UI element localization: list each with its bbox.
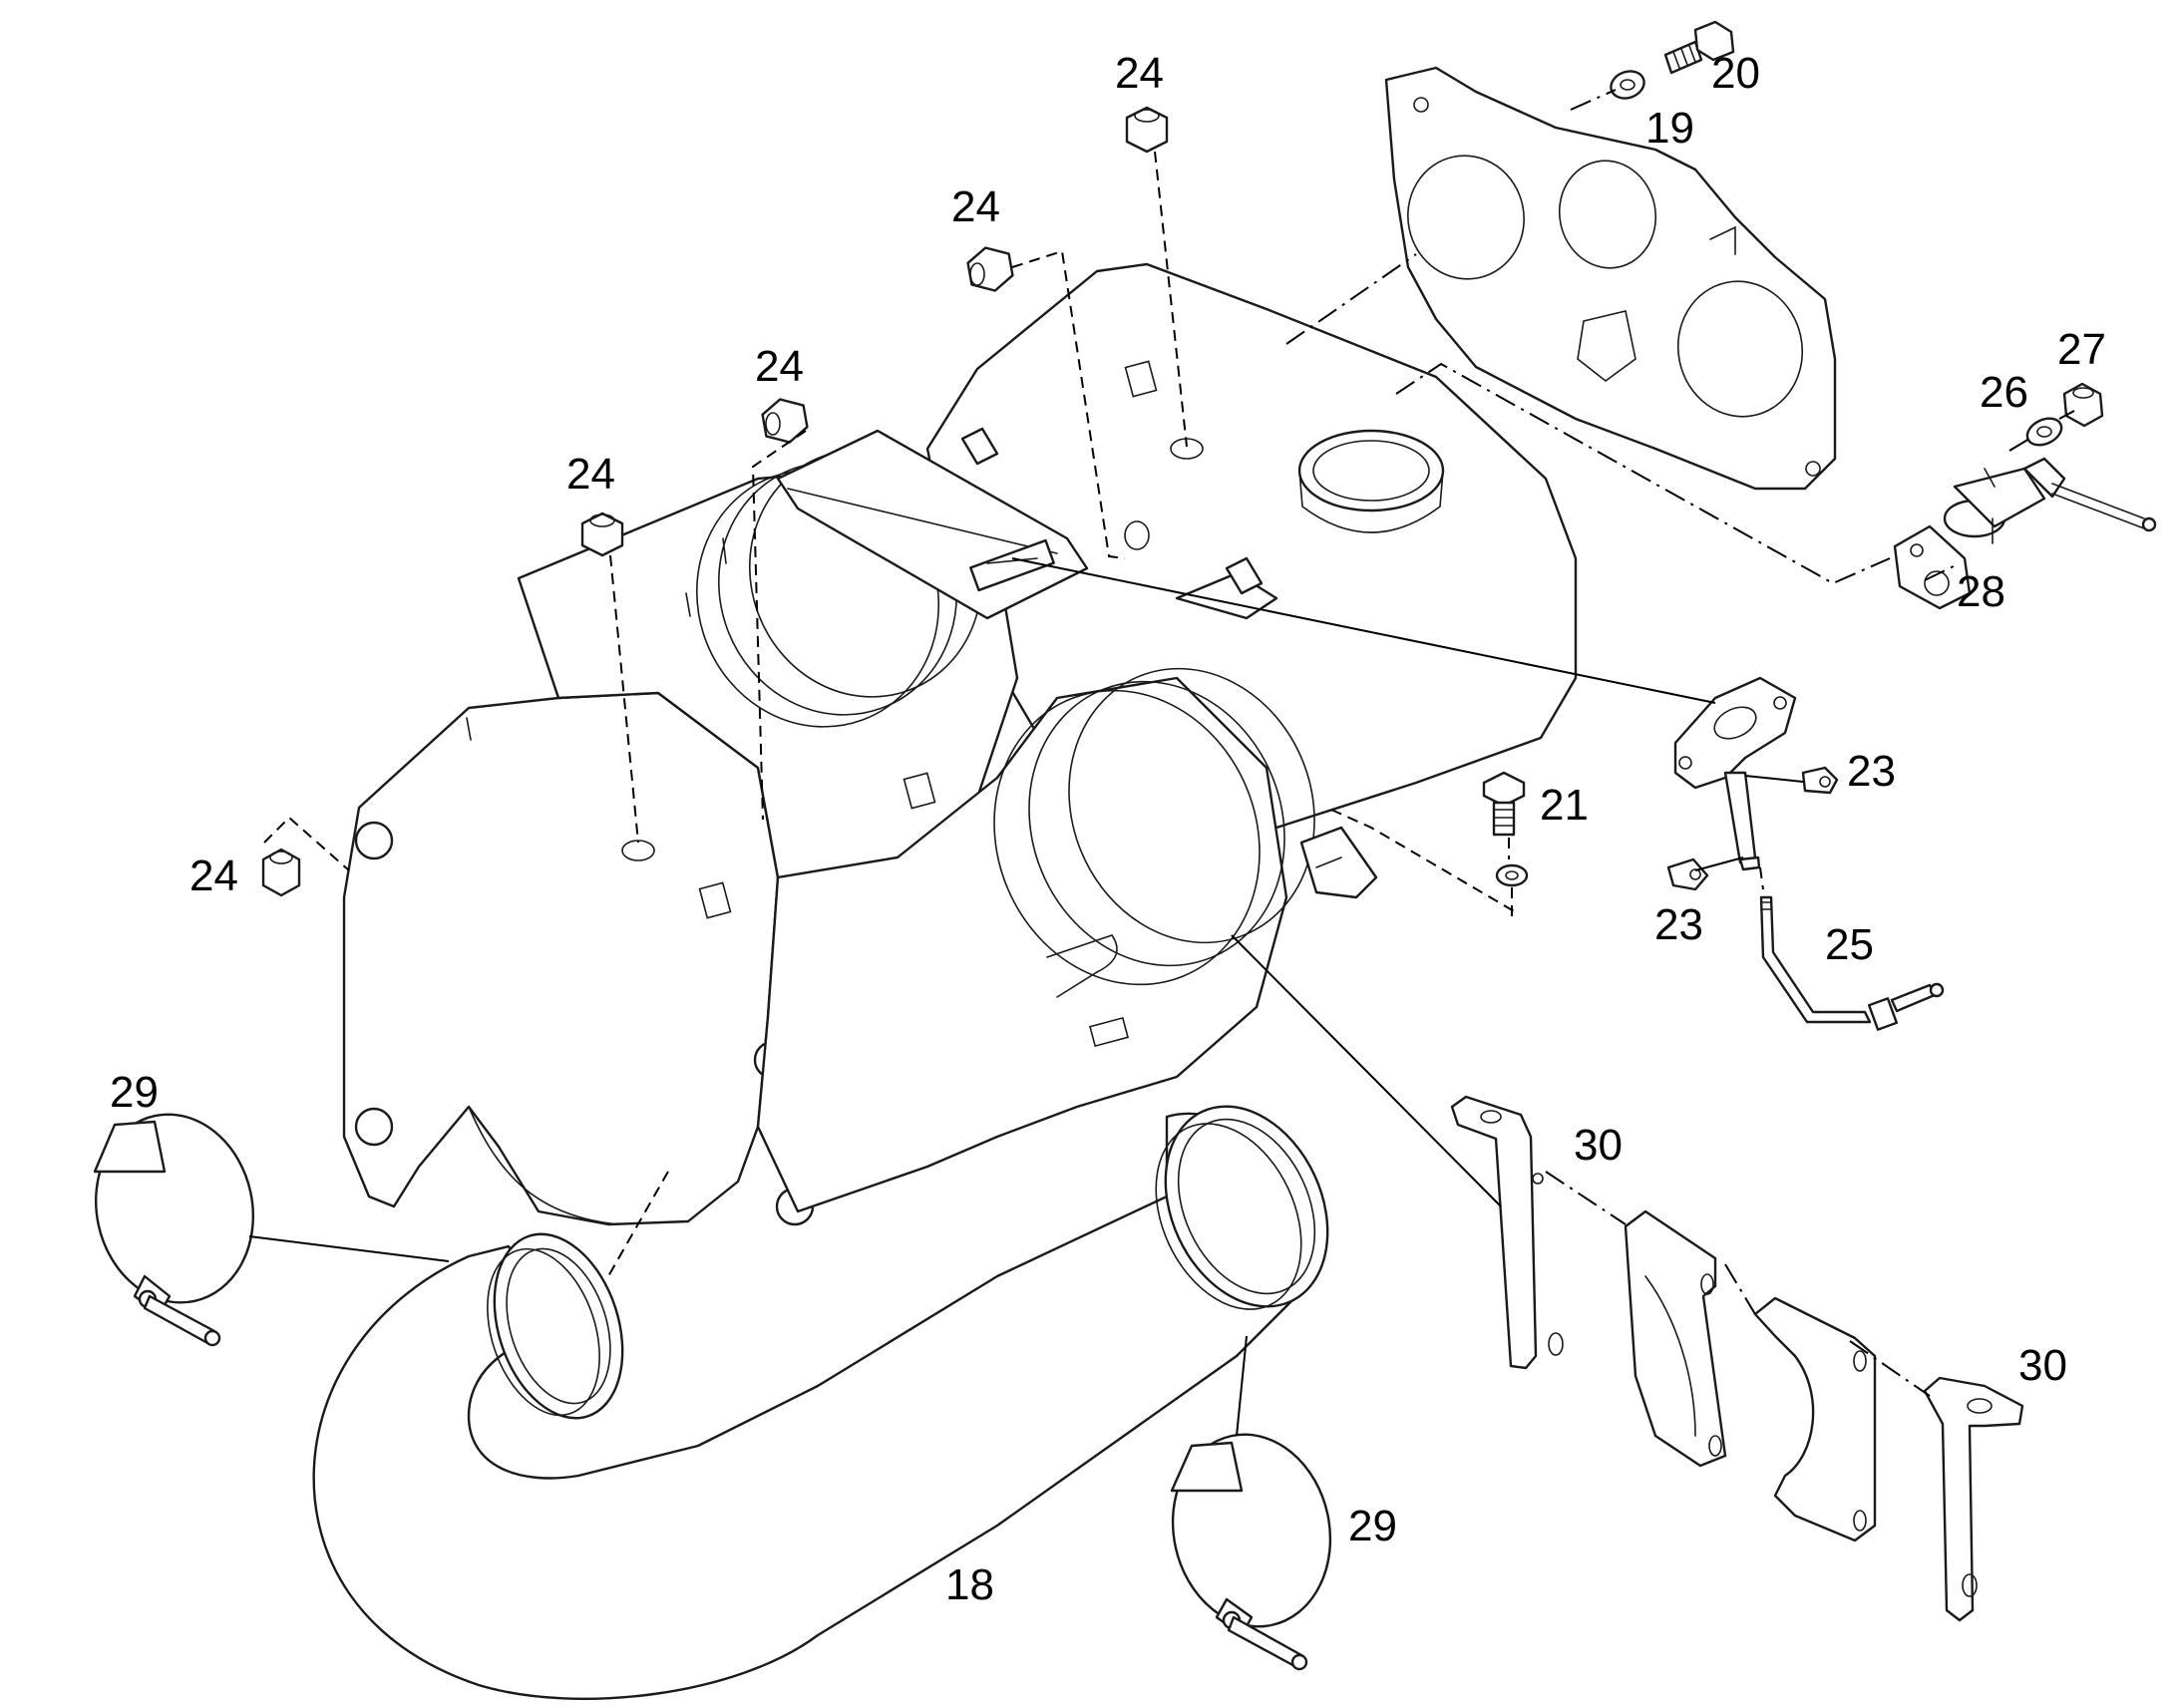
washer-19	[1610, 70, 1645, 100]
callout-23-upper: 23	[1847, 747, 1896, 796]
callout-23-lower: 23	[1654, 900, 1703, 949]
outlet-pipe-18	[312, 1105, 1329, 1700]
callout-21: 21	[1540, 781, 1589, 830]
callout-18: 18	[945, 1560, 994, 1609]
washer-26	[2025, 417, 2063, 447]
assembly-lines	[248, 89, 2075, 1437]
band-clamp-29-left	[93, 1113, 255, 1347]
washer-21	[1495, 863, 1529, 887]
callout-30-left: 30	[1574, 1121, 1623, 1170]
band-clamp-29-right	[1170, 1433, 1332, 1671]
bolt-21	[1482, 771, 1526, 837]
callout-29-left: 29	[110, 1068, 159, 1117]
clamp-block-lower	[1753, 1296, 1877, 1542]
nut-27	[2062, 382, 2104, 428]
callout-24-middle: 24	[755, 342, 804, 391]
nut-24-middle	[761, 398, 809, 444]
callout-24-lower-middle: 24	[566, 450, 615, 499]
injector-mount	[1673, 676, 1797, 871]
aftertreatment-housing	[342, 262, 1578, 1226]
nut-24-upper-left	[966, 246, 1014, 292]
callout-labels: 18 19 20 21 23 23 24 24 24 24 24 25 26 2…	[110, 49, 2106, 1609]
callout-30-right: 30	[2018, 1341, 2067, 1390]
callout-25: 25	[1825, 920, 1874, 969]
bracket-30-right	[1923, 1376, 2024, 1622]
clip-23-upper	[1801, 766, 1839, 795]
callout-27: 27	[2057, 325, 2106, 374]
tube-25	[1759, 895, 1945, 1031]
callout-24-top: 24	[1115, 49, 1164, 98]
clip-23-lower	[1666, 857, 1709, 891]
callout-26: 26	[1980, 368, 2028, 417]
temperature-sensor	[1943, 457, 2157, 544]
bracket-30-left	[1450, 1095, 1564, 1370]
callout-29-right: 29	[1348, 1502, 1397, 1550]
bolt-20	[1663, 20, 1735, 75]
clamp-block-upper	[1624, 1209, 1727, 1468]
callout-28: 28	[1957, 567, 2005, 616]
callout-24-upper-left: 24	[951, 182, 1000, 231]
nut-24-left	[261, 848, 301, 897]
nut-24-lower-middle	[580, 512, 624, 557]
gasket-28	[1893, 524, 1972, 610]
nut-24-top	[1125, 106, 1169, 154]
callout-19: 19	[1645, 104, 1694, 153]
callout-20: 20	[1711, 49, 1760, 98]
callout-24-left: 24	[189, 852, 238, 900]
mounting-flange-plate	[1384, 66, 1837, 491]
